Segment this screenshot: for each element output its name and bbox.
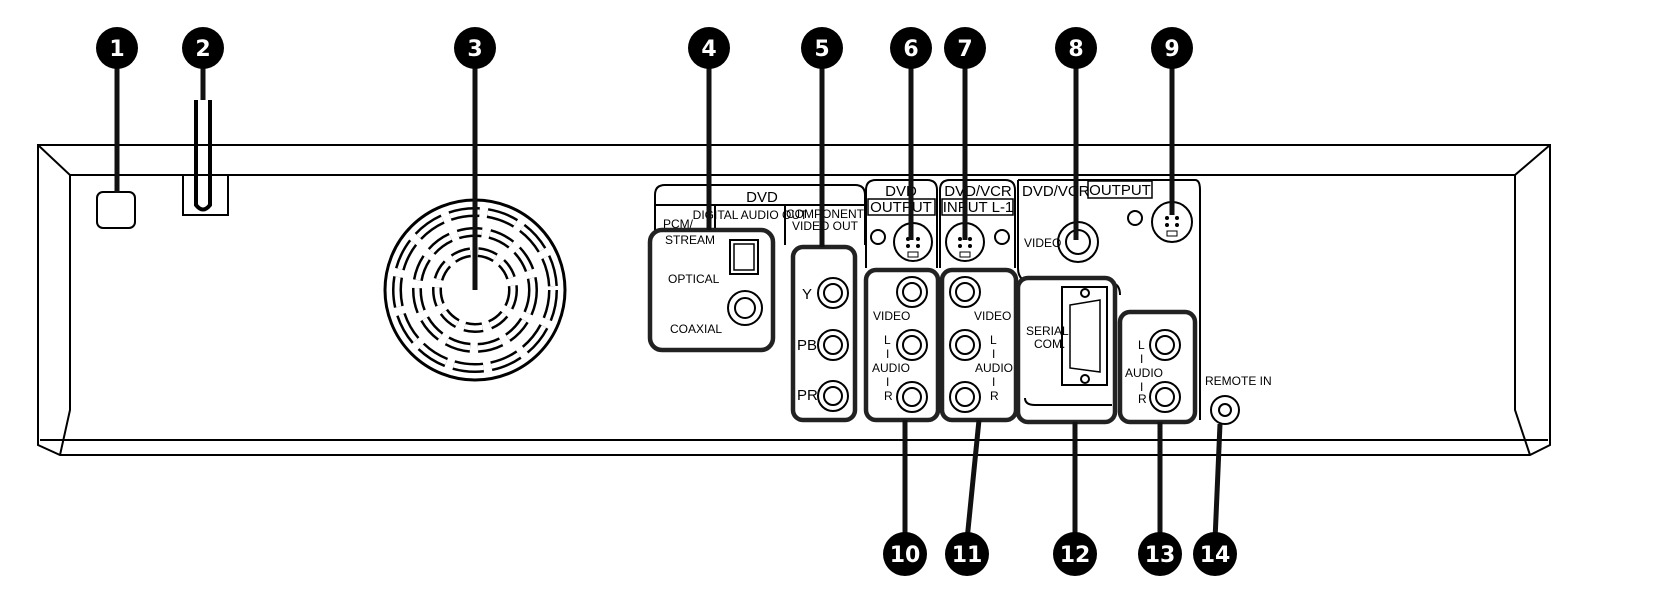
pr-label: PR [797,387,818,404]
r-label: R [1138,392,1147,406]
serial-label-1: SERIAL [1026,324,1069,338]
audio-r-jack[interactable] [949,381,981,413]
component-video-out-panel: Y PB PR [790,244,858,423]
y-label: Y [802,286,812,303]
callout-number: 1 [109,37,124,62]
chassis-outline [37,144,1551,456]
digital-audio-out-label: DIGITAL AUDIO OUT [693,208,808,222]
dvd-title: DVD [746,189,778,206]
audio-label: AUDIO [872,361,910,375]
video-out-label: VIDEO [1024,236,1061,250]
digital-audio-out-panel: STREAM OPTICAL COAXIAL [647,227,776,353]
callout-number: 10 [890,543,921,568]
coaxial-label: COAXIAL [670,322,722,336]
l-label: L [884,333,891,347]
leader-lines [114,60,1223,541]
video-jack[interactable] [896,276,928,308]
separator: I [992,375,995,389]
pb-jack[interactable] [817,329,849,361]
video-label: VIDEO [873,309,910,323]
audio-r-jack[interactable] [1149,381,1181,413]
dvd-vcr-input-section: DVD/VCR INPUT L-1 [939,179,1016,268]
callout-number: 5 [814,37,829,62]
callout-4: 4 [688,27,730,69]
callout-14: 14 [1193,532,1237,576]
callout-9: 9 [1151,27,1193,69]
s-video-icon [994,229,1010,245]
l-label: L [990,333,997,347]
video-label: VIDEO [974,309,1011,323]
dvd-vcr-output-line2: OUTPUT [1089,182,1151,199]
callout-number: 8 [1068,37,1083,62]
s-video-icon [870,229,886,245]
video-jack[interactable] [949,276,981,308]
dvd-output-line2: OUTPUT [870,199,932,216]
pb-label: PB [797,337,817,354]
callout-10: 10 [883,532,927,576]
remote-in-jack[interactable] [1210,395,1240,425]
audio-l-jack[interactable] [1149,329,1181,361]
callout-2: 2 [182,27,224,69]
separator: I [1140,380,1143,394]
callout-7: 7 [944,27,986,69]
stream-label: STREAM [665,233,715,247]
serial-com-panel: SERIAL COM. [1015,275,1118,425]
callout-13: 13 [1138,532,1182,576]
callout-number: 3 [467,37,482,62]
audio-out-panel: L I AUDIO I R [1117,309,1198,425]
callout-number: 7 [957,37,972,62]
audio-label: AUDIO [1125,366,1163,380]
callout-number: 12 [1060,543,1091,568]
dvd-vcr-input-line1: DVD/VCR [944,183,1012,200]
audio-l-jack[interactable] [896,329,928,361]
power-socket [96,191,136,229]
callout-11: 11 [945,532,989,576]
serial-label-2: COM. [1034,337,1065,351]
separator: I [886,347,889,361]
callout-number: 13 [1145,543,1176,568]
audio-r-jack[interactable] [896,381,928,413]
dvd-vcr-input-av-panel: VIDEO L I AUDIO I R [939,267,1019,423]
callout-12: 12 [1053,532,1097,576]
dvd-output-section: DVD OUTPUT [865,179,938,268]
optical-label: OPTICAL [668,272,720,286]
serial-port[interactable] [1069,299,1101,373]
dvd-section: DVD PCM/ DIGITAL AUDIO OUT COMPONENT VID… [654,184,866,350]
callout-6: 6 [890,27,932,69]
component-label-1: COMPONENT [786,207,865,221]
separator: I [992,347,995,361]
remote-in-label: REMOTE IN [1205,374,1272,388]
separator: I [886,375,889,389]
l-label: L [1138,338,1145,352]
y-jack[interactable] [817,277,849,309]
power-cord [182,100,229,216]
callout-number: 9 [1164,37,1179,62]
callout-5: 5 [801,27,843,69]
r-label: R [884,389,893,403]
callout-3: 3 [454,27,496,69]
pr-jack[interactable] [817,380,849,412]
callout-number: 14 [1200,543,1231,568]
r-label: R [990,389,999,403]
component-label-2: VIDEO OUT [792,219,859,233]
dvd-vcr-input-line2: INPUT L-1 [943,199,1014,216]
callout-number: 2 [195,37,210,62]
separator: I [1140,352,1143,366]
audio-label: AUDIO [975,361,1013,375]
pcm-label: PCM/ [663,217,694,231]
callout-number: 11 [952,543,983,568]
dvd-vcr-output-line1: DVD/VCR [1022,183,1090,200]
audio-l-jack[interactable] [949,329,981,361]
callout-number: 4 [701,37,716,62]
callout-8: 8 [1055,27,1097,69]
callout-number: 6 [903,37,918,62]
dvd-audio-video-out-panel: VIDEO L I AUDIO I R [863,267,941,423]
coaxial-jack[interactable] [727,290,763,326]
s-video-icon [1127,210,1143,226]
callout-1: 1 [96,27,138,69]
